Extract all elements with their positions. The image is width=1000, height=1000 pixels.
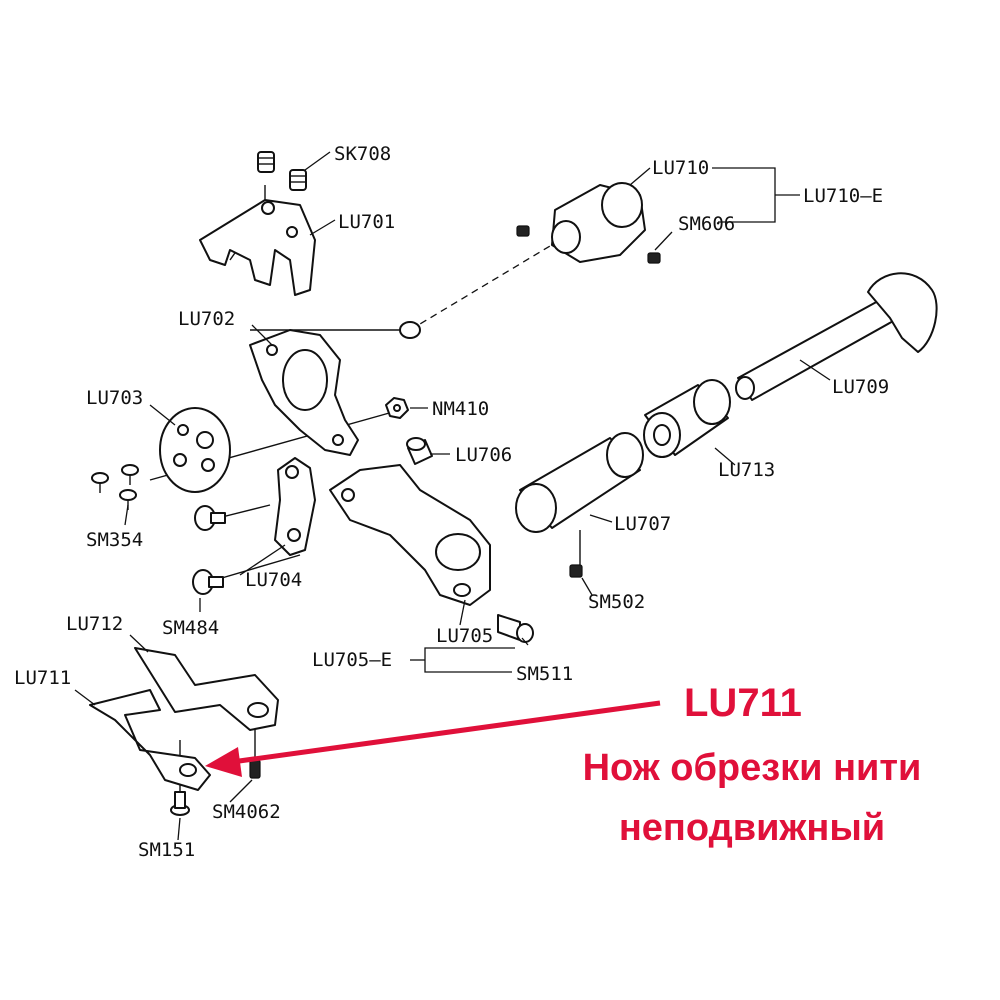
sk708-screws — [257, 151, 307, 191]
label-lu706: LU706 — [455, 444, 512, 466]
connecting-pin — [399, 321, 421, 339]
label-lu710: LU710 — [652, 157, 709, 179]
label-sm502: SM502 — [588, 591, 645, 613]
label-lu704: LU704 — [245, 569, 302, 591]
callout-description-line2: неподвижный — [619, 807, 885, 849]
lu711-fixed-knife — [89, 689, 211, 791]
lu707-sleeve — [515, 432, 644, 533]
label-lu707: LU707 — [614, 513, 671, 535]
label-sm511: SM511 — [516, 663, 573, 685]
label-lu702: LU702 — [178, 308, 235, 330]
lu702-bracket — [249, 329, 359, 456]
callout-description-line1: Нож обрезки нити — [583, 747, 922, 789]
label-lu711: LU711 — [14, 667, 71, 689]
label-sm606: SM606 — [678, 213, 735, 235]
label-sk708: SK708 — [334, 143, 391, 165]
lu705-arm — [329, 464, 491, 606]
sm502-set-screw — [569, 564, 583, 578]
label-sm354: SM354 — [86, 529, 143, 551]
lu709-shaft — [735, 272, 938, 401]
label-sm4062: SM4062 — [212, 801, 281, 823]
lu706-roller — [406, 437, 433, 465]
sm354-screws — [91, 464, 139, 510]
sm511-screw — [497, 614, 534, 643]
lu712-blade — [134, 647, 279, 731]
label-nm410: NM410 — [432, 398, 489, 420]
label-lu712: LU712 — [66, 613, 123, 635]
nm410-nut — [385, 397, 409, 419]
label-lu709: LU709 — [832, 376, 889, 398]
label-sm484: SM484 — [162, 617, 219, 639]
lu710-coupling — [551, 182, 646, 263]
label-lu710e: LU710–E — [803, 185, 883, 207]
label-lu705: LU705 — [436, 625, 493, 647]
lu713-bushing — [643, 379, 731, 458]
callout-part-code: LU711 — [684, 681, 802, 725]
label-lu701: LU701 — [338, 211, 395, 233]
label-sm151: SM151 — [138, 839, 195, 861]
label-lu713: LU713 — [718, 459, 775, 481]
sm4062-screw — [249, 759, 261, 779]
leader-lines — [74, 151, 831, 841]
lu704-link — [274, 457, 316, 556]
lu703-cam-disc — [159, 407, 231, 493]
lu701-cover — [199, 199, 316, 296]
sm484-screws — [192, 505, 226, 595]
label-lu705e: LU705–E — [312, 649, 392, 671]
label-lu703: LU703 — [86, 387, 143, 409]
sm151-screw — [170, 791, 190, 816]
sm606-screws — [516, 225, 661, 264]
callout-arrow — [205, 700, 661, 777]
